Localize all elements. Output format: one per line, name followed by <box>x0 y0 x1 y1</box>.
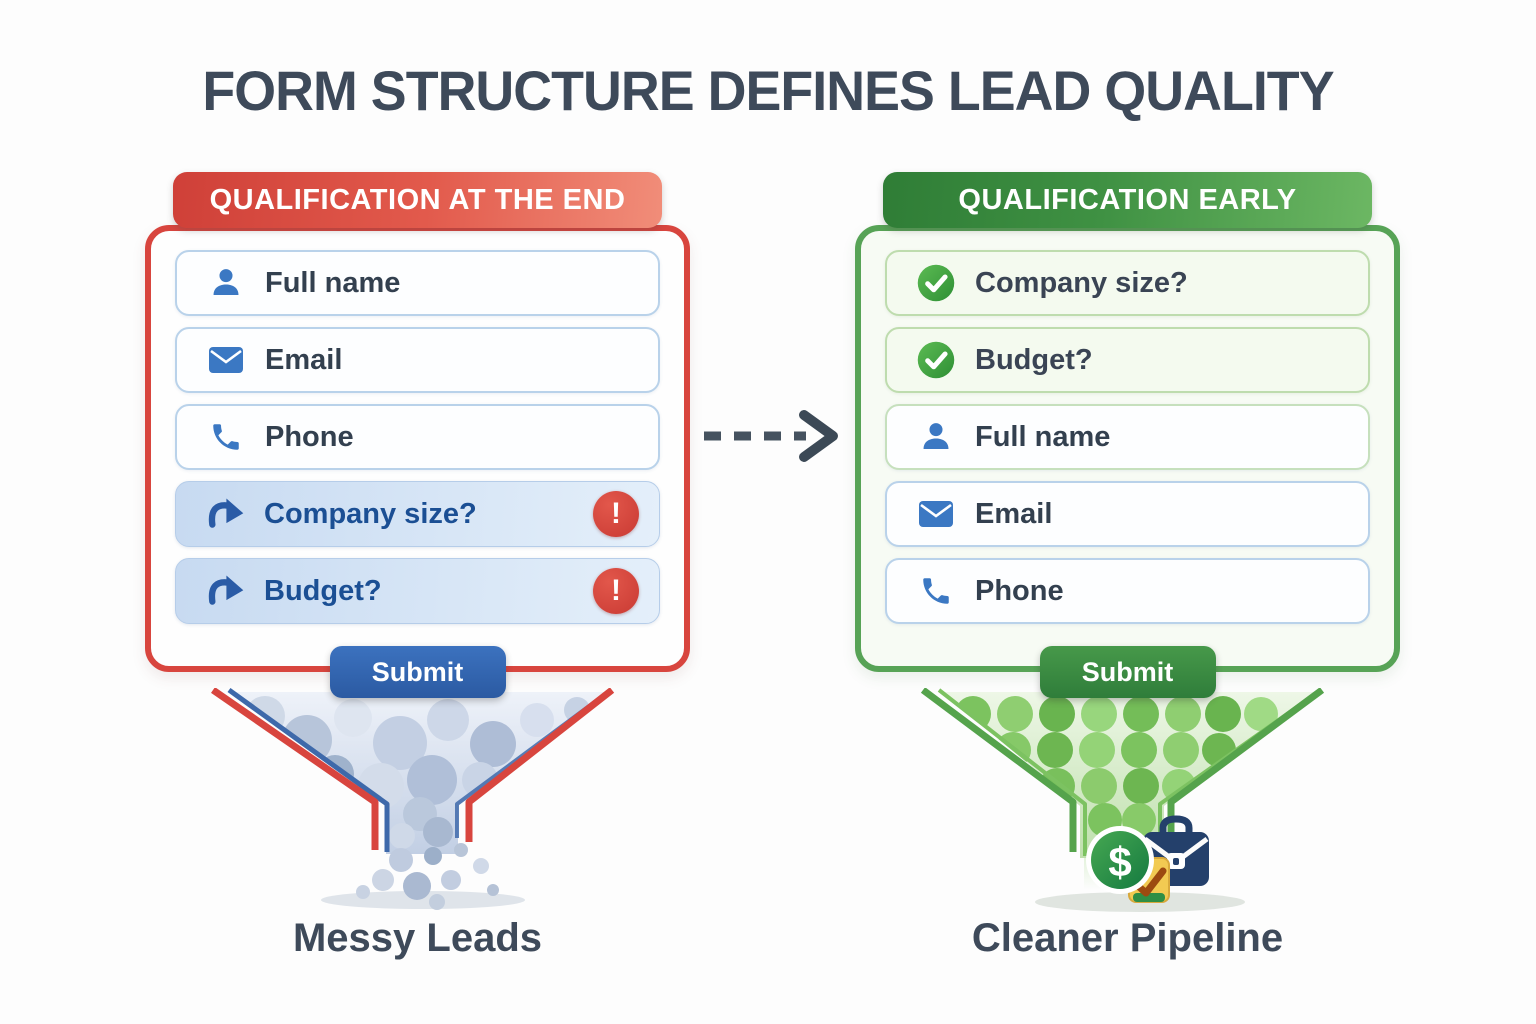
falling-lead-bubbles <box>356 843 499 910</box>
user-icon <box>207 265 245 301</box>
user-icon <box>917 419 955 455</box>
right-form-card: Company size? Budget? Full name Email <box>855 225 1400 672</box>
field-label: Company size? <box>975 266 1188 299</box>
funnel-ground-shadow <box>321 891 525 909</box>
field-email[interactable]: Email <box>175 327 660 393</box>
field-label: Budget? <box>264 574 382 607</box>
field-label: Full name <box>975 420 1111 453</box>
field-full-name[interactable]: Full name <box>175 250 660 316</box>
phone-icon <box>207 419 245 455</box>
field-label: Email <box>975 497 1053 530</box>
dollar-coin-icon: $ <box>1086 826 1154 894</box>
field-budget[interactable]: Budget? <box>885 327 1370 393</box>
question-arrow-icon <box>206 573 244 609</box>
field-email[interactable]: Email <box>885 481 1370 547</box>
alert-icon: ! <box>593 491 639 537</box>
mail-icon <box>917 496 955 532</box>
question-arrow-icon <box>206 496 244 532</box>
field-company-size[interactable]: Company size? <box>885 250 1370 316</box>
page-title: FORM STRUCTURE DEFINES LEAD QUALITY <box>202 59 1334 122</box>
field-phone[interactable]: Phone <box>885 558 1370 624</box>
messy-lead-bubbles <box>231 692 608 854</box>
field-label: Full name <box>265 266 401 299</box>
check-icon <box>917 264 955 302</box>
field-label: Budget? <box>975 343 1093 376</box>
left-form-header: QUALIFICATION AT THE END <box>173 172 662 228</box>
field-full-name[interactable]: Full name <box>885 404 1370 470</box>
form-panel-qualification-at-end: QUALIFICATION AT THE END Full name Email… <box>145 172 690 698</box>
field-label: Phone <box>265 420 354 453</box>
dollar-symbol: $ <box>1108 839 1131 886</box>
funnel-red-outline <box>211 688 379 850</box>
dashed-right-arrow-icon <box>704 410 838 462</box>
clean-pipeline-funnel: $ <box>920 688 1325 912</box>
field-label: Email <box>265 343 343 376</box>
right-form-header: QUALIFICATION EARLY <box>883 172 1372 228</box>
right-caption: Cleaner Pipeline <box>971 916 1284 960</box>
left-caption: Messy Leads <box>292 916 543 960</box>
field-budget[interactable]: Budget? ! <box>175 558 660 624</box>
field-company-size[interactable]: Company size? ! <box>175 481 660 547</box>
messy-leads-funnel <box>211 688 615 910</box>
field-label: Company size? <box>264 497 477 530</box>
alert-icon: ! <box>593 568 639 614</box>
field-label: Phone <box>975 574 1064 607</box>
check-icon <box>917 341 955 379</box>
phone-icon <box>917 573 955 609</box>
field-phone[interactable]: Phone <box>175 404 660 470</box>
submit-button[interactable]: Submit <box>329 646 506 698</box>
submit-button[interactable]: Submit <box>1039 646 1216 698</box>
mail-icon <box>207 342 245 378</box>
form-panel-qualification-early: QUALIFICATION EARLY Company size? Budget… <box>855 172 1400 698</box>
funnel-green-outline <box>920 688 1077 852</box>
left-form-card: Full name Email Phone Company size? <box>145 225 690 672</box>
